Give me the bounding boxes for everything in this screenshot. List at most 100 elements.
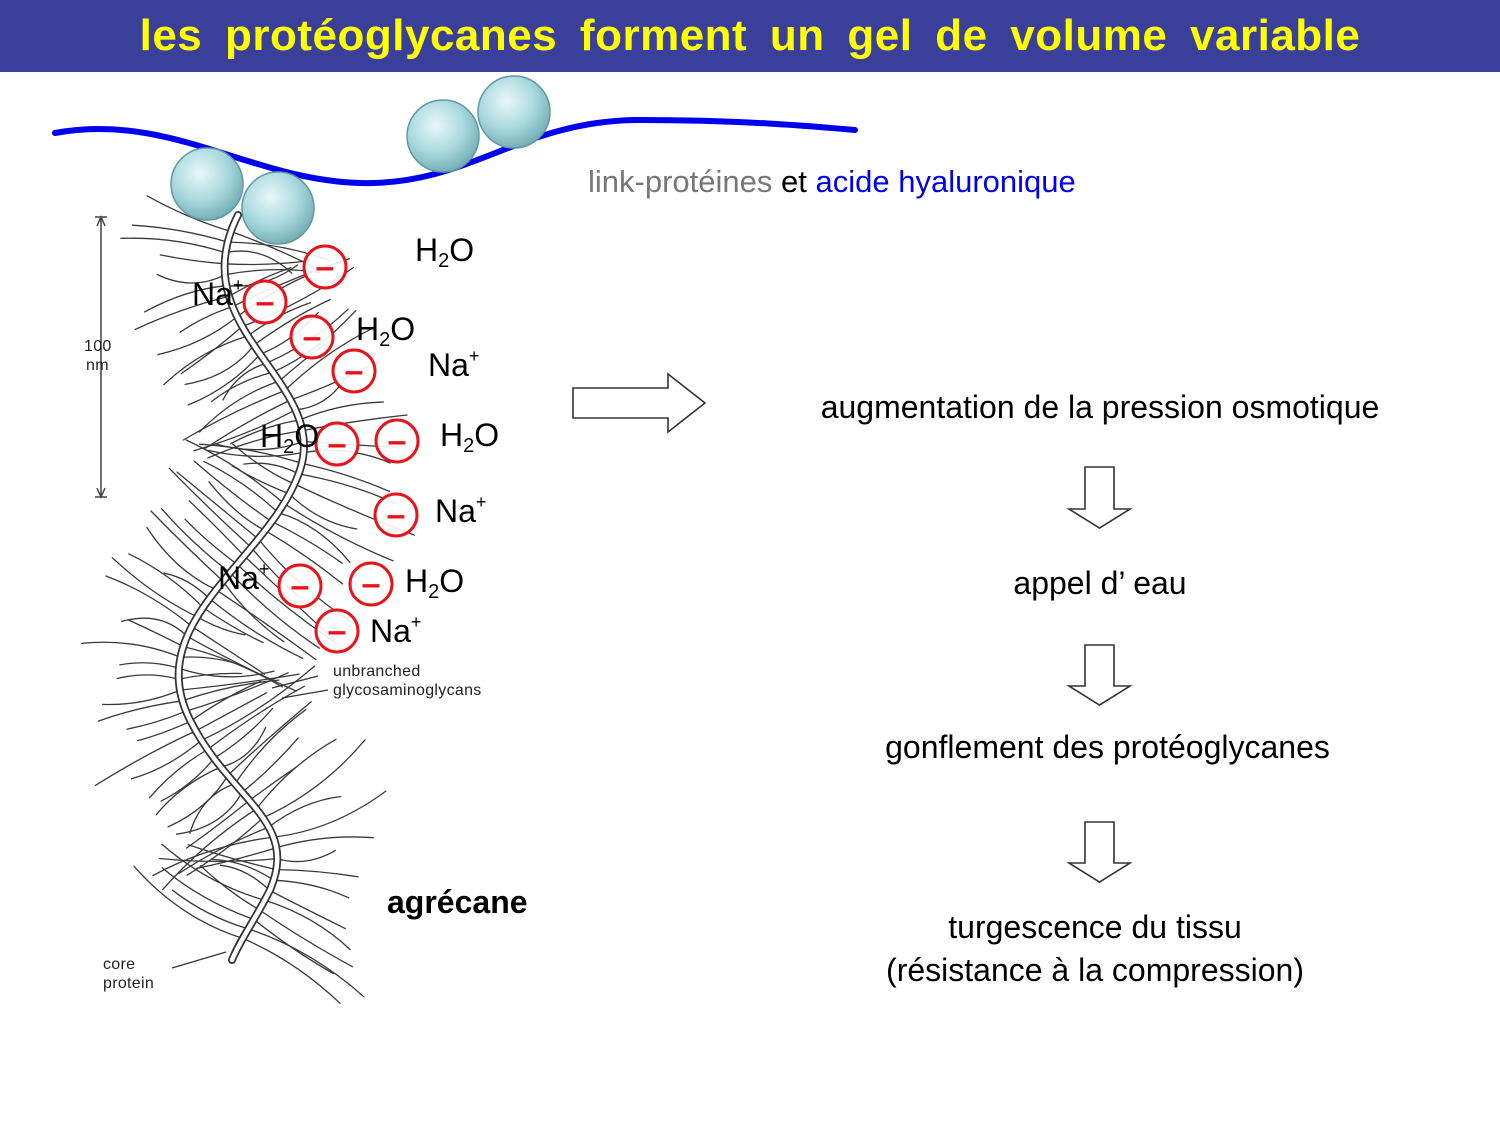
gag-chain [185,799,251,849]
aggrecan-label: agrécane [387,884,528,920]
legend-conjunction: et [781,164,807,199]
gag-chain [193,460,273,523]
gag-chain [224,250,293,274]
charge-ring [373,492,419,538]
gag-chain [255,738,337,810]
charge-ring [302,244,348,290]
negative-charge: – [348,561,394,607]
gag-chain [198,380,280,433]
gag-chain [227,701,312,777]
gag-chain [186,817,264,876]
hyaluronic-acid-label: acide hyaluronique [815,164,1076,199]
gag-chain [160,508,231,574]
gag-chain [161,843,266,901]
gag-chain [276,849,336,863]
gag-chain [232,443,296,485]
flow-step-swelling: gonflement des protéoglycanes [885,729,1330,765]
gag-chain [178,667,275,678]
charge-sign: – [316,248,335,286]
gag-chain [269,889,346,930]
gag-chain [219,864,271,892]
down-arrow-3 [1066,821,1133,883]
charge-ring [289,314,335,360]
gag-chain [94,730,197,787]
gag-chain [264,899,351,951]
gag-chain [202,606,264,644]
gag-chain [271,520,343,564]
title-bar: les protéoglycanes forment un gel de vol… [0,0,1500,72]
water-label: H2O [260,418,320,458]
water-label: H2O [415,232,475,272]
charge-ring [314,608,360,654]
gag-chain [148,748,209,799]
water-label: H2O [440,417,500,457]
gag-chain [211,858,275,881]
gag-chain [116,674,180,680]
charge-sign: – [328,612,347,650]
negative-charges: –––––––––– [242,244,420,654]
gag-chain [130,739,203,780]
gag-chain [105,575,193,628]
gag-chain [101,689,181,706]
gag-chain [168,467,252,549]
gag-chain [179,306,234,333]
gag-chain [208,597,304,659]
gag-chain [134,295,230,331]
gag-chain [200,665,316,741]
negative-charge: – [314,421,360,467]
sodium-label: Na+ [428,346,480,383]
gag-chain [128,553,204,609]
gag-chain [275,836,374,849]
gag-chain [253,298,331,346]
charge-ring [348,561,394,607]
gag-chain [159,254,226,265]
charge-sign: – [362,565,381,603]
gag-chain [171,889,249,930]
link-proteins-label: link-protéines [588,164,773,199]
gag-chain [184,518,238,565]
gag-chain [258,909,353,968]
gag-leader-line [271,675,319,689]
gag-chain [229,419,301,445]
gag-chain [81,641,182,658]
flow-step-osmotic-pressure: augmentation de la pression osmotique [820,389,1380,425]
gag-chain [298,401,385,421]
gag-chain [163,572,211,600]
core-leader-line [171,951,227,969]
gag-chain [193,409,297,452]
gag-chain [207,429,304,459]
gag-chain [213,707,274,760]
sodium-label: Na+ [218,559,270,596]
gag-chain [185,439,285,505]
negative-charge: – [374,418,420,464]
gag-chain [175,791,243,835]
gag-chain [150,510,224,582]
charge-sign: – [291,567,310,605]
negative-charge: – [277,563,323,609]
charge-sign: – [328,425,347,463]
gag-chain [182,389,286,441]
gag-chain [187,844,277,871]
gag-chain [199,865,261,911]
gag-chain [163,335,249,386]
gag-chain [127,619,184,648]
link-proteins [170,75,551,245]
gag-chain [157,316,238,356]
negative-charge: – [302,244,348,290]
negative-charge: – [314,608,360,654]
gag-chain [268,795,342,828]
negative-charge: – [242,279,288,325]
gag-chain [188,500,245,557]
link-protein-sphere [477,75,551,149]
gag-chain [189,783,236,834]
gag-chain [158,857,278,863]
sodium-label: Na+ [435,492,487,529]
right-arrow [572,372,707,434]
gag-chain [284,328,372,392]
gag-chain [220,726,267,768]
glycosaminoglycan-chains [81,195,415,1004]
sodium-label: Na+ [370,612,422,649]
gag-chain [119,662,180,669]
gag-chain [178,672,243,680]
